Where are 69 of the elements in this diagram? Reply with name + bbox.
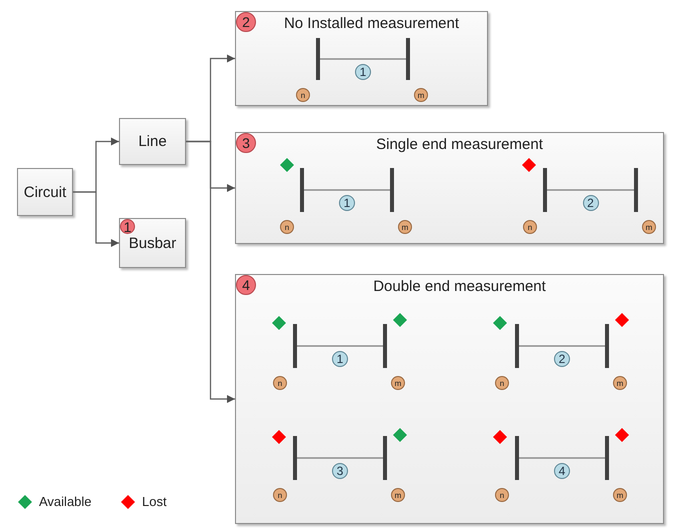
section-number: 3 [332, 463, 348, 479]
busbar-symbol [515, 324, 519, 368]
terminal-circle: n [280, 220, 294, 234]
bus-line [320, 58, 406, 60]
busbar-symbol [293, 436, 297, 480]
panel-box [235, 11, 488, 106]
arrow [186, 140, 235, 403]
busbar-symbol [634, 168, 638, 212]
callout-number: 3 [236, 133, 256, 153]
status-diamond [272, 316, 286, 330]
busbar-symbol [605, 324, 609, 368]
callout-number: 4 [236, 275, 256, 295]
process-box: Line [119, 118, 186, 165]
busbar-symbol [390, 168, 394, 212]
panel-box [235, 274, 664, 524]
panel-box [235, 132, 664, 244]
section-number: 2 [554, 351, 570, 367]
bus-line [304, 189, 390, 191]
status-diamond [615, 428, 629, 442]
status-diamond [522, 158, 536, 172]
terminal-circle: m [613, 376, 627, 390]
busbar-symbol [293, 324, 297, 368]
terminal-circle: n [273, 376, 287, 390]
section-number: 1 [332, 351, 348, 367]
bus-line [519, 345, 605, 347]
busbar-symbol [316, 38, 320, 80]
callout-number: 2 [236, 12, 256, 32]
busbar-symbol [543, 168, 547, 212]
terminal-circle: n [273, 488, 287, 502]
section-number: 1 [355, 64, 371, 80]
busbar-symbol [383, 324, 387, 368]
busbar-symbol [515, 436, 519, 480]
status-diamond [280, 158, 294, 172]
terminal-circle: m [642, 220, 656, 234]
terminal-circle: m [398, 220, 412, 234]
bus-line [297, 345, 383, 347]
bus-line [297, 457, 383, 459]
status-diamond [393, 428, 407, 442]
status-diamond [393, 313, 407, 327]
busbar-symbol [605, 436, 609, 480]
terminal-circle: n [495, 376, 509, 390]
callout-number: 1 [120, 219, 135, 234]
status-diamond [493, 316, 507, 330]
status-diamond [615, 313, 629, 327]
bus-line [519, 457, 605, 459]
busbar-symbol [300, 168, 304, 212]
terminal-circle: m [414, 88, 428, 102]
terminal-circle: n [495, 488, 509, 502]
busbar-symbol [406, 38, 410, 80]
terminal-circle: n [523, 220, 537, 234]
bus-line [547, 189, 634, 191]
panel-title: Double end measurement [372, 278, 547, 295]
terminal-circle: m [391, 376, 405, 390]
process-box: Circuit [17, 168, 73, 216]
arrow [73, 191, 119, 247]
section-number: 4 [554, 463, 570, 479]
section-number: 1 [339, 195, 355, 211]
legend-label: Lost [142, 494, 167, 509]
terminal-circle: n [296, 88, 310, 102]
section-number: 2 [582, 195, 598, 211]
status-diamond [272, 430, 286, 444]
terminal-circle: m [613, 488, 627, 502]
panel-title: No Installed measurement [282, 15, 460, 32]
busbar-symbol [383, 436, 387, 480]
process-box: Busbar 1 [119, 218, 186, 268]
terminal-circle: m [391, 488, 405, 502]
panel-title: Single end measurement [375, 136, 544, 153]
legend-label: Available [39, 494, 92, 509]
status-diamond [493, 430, 507, 444]
